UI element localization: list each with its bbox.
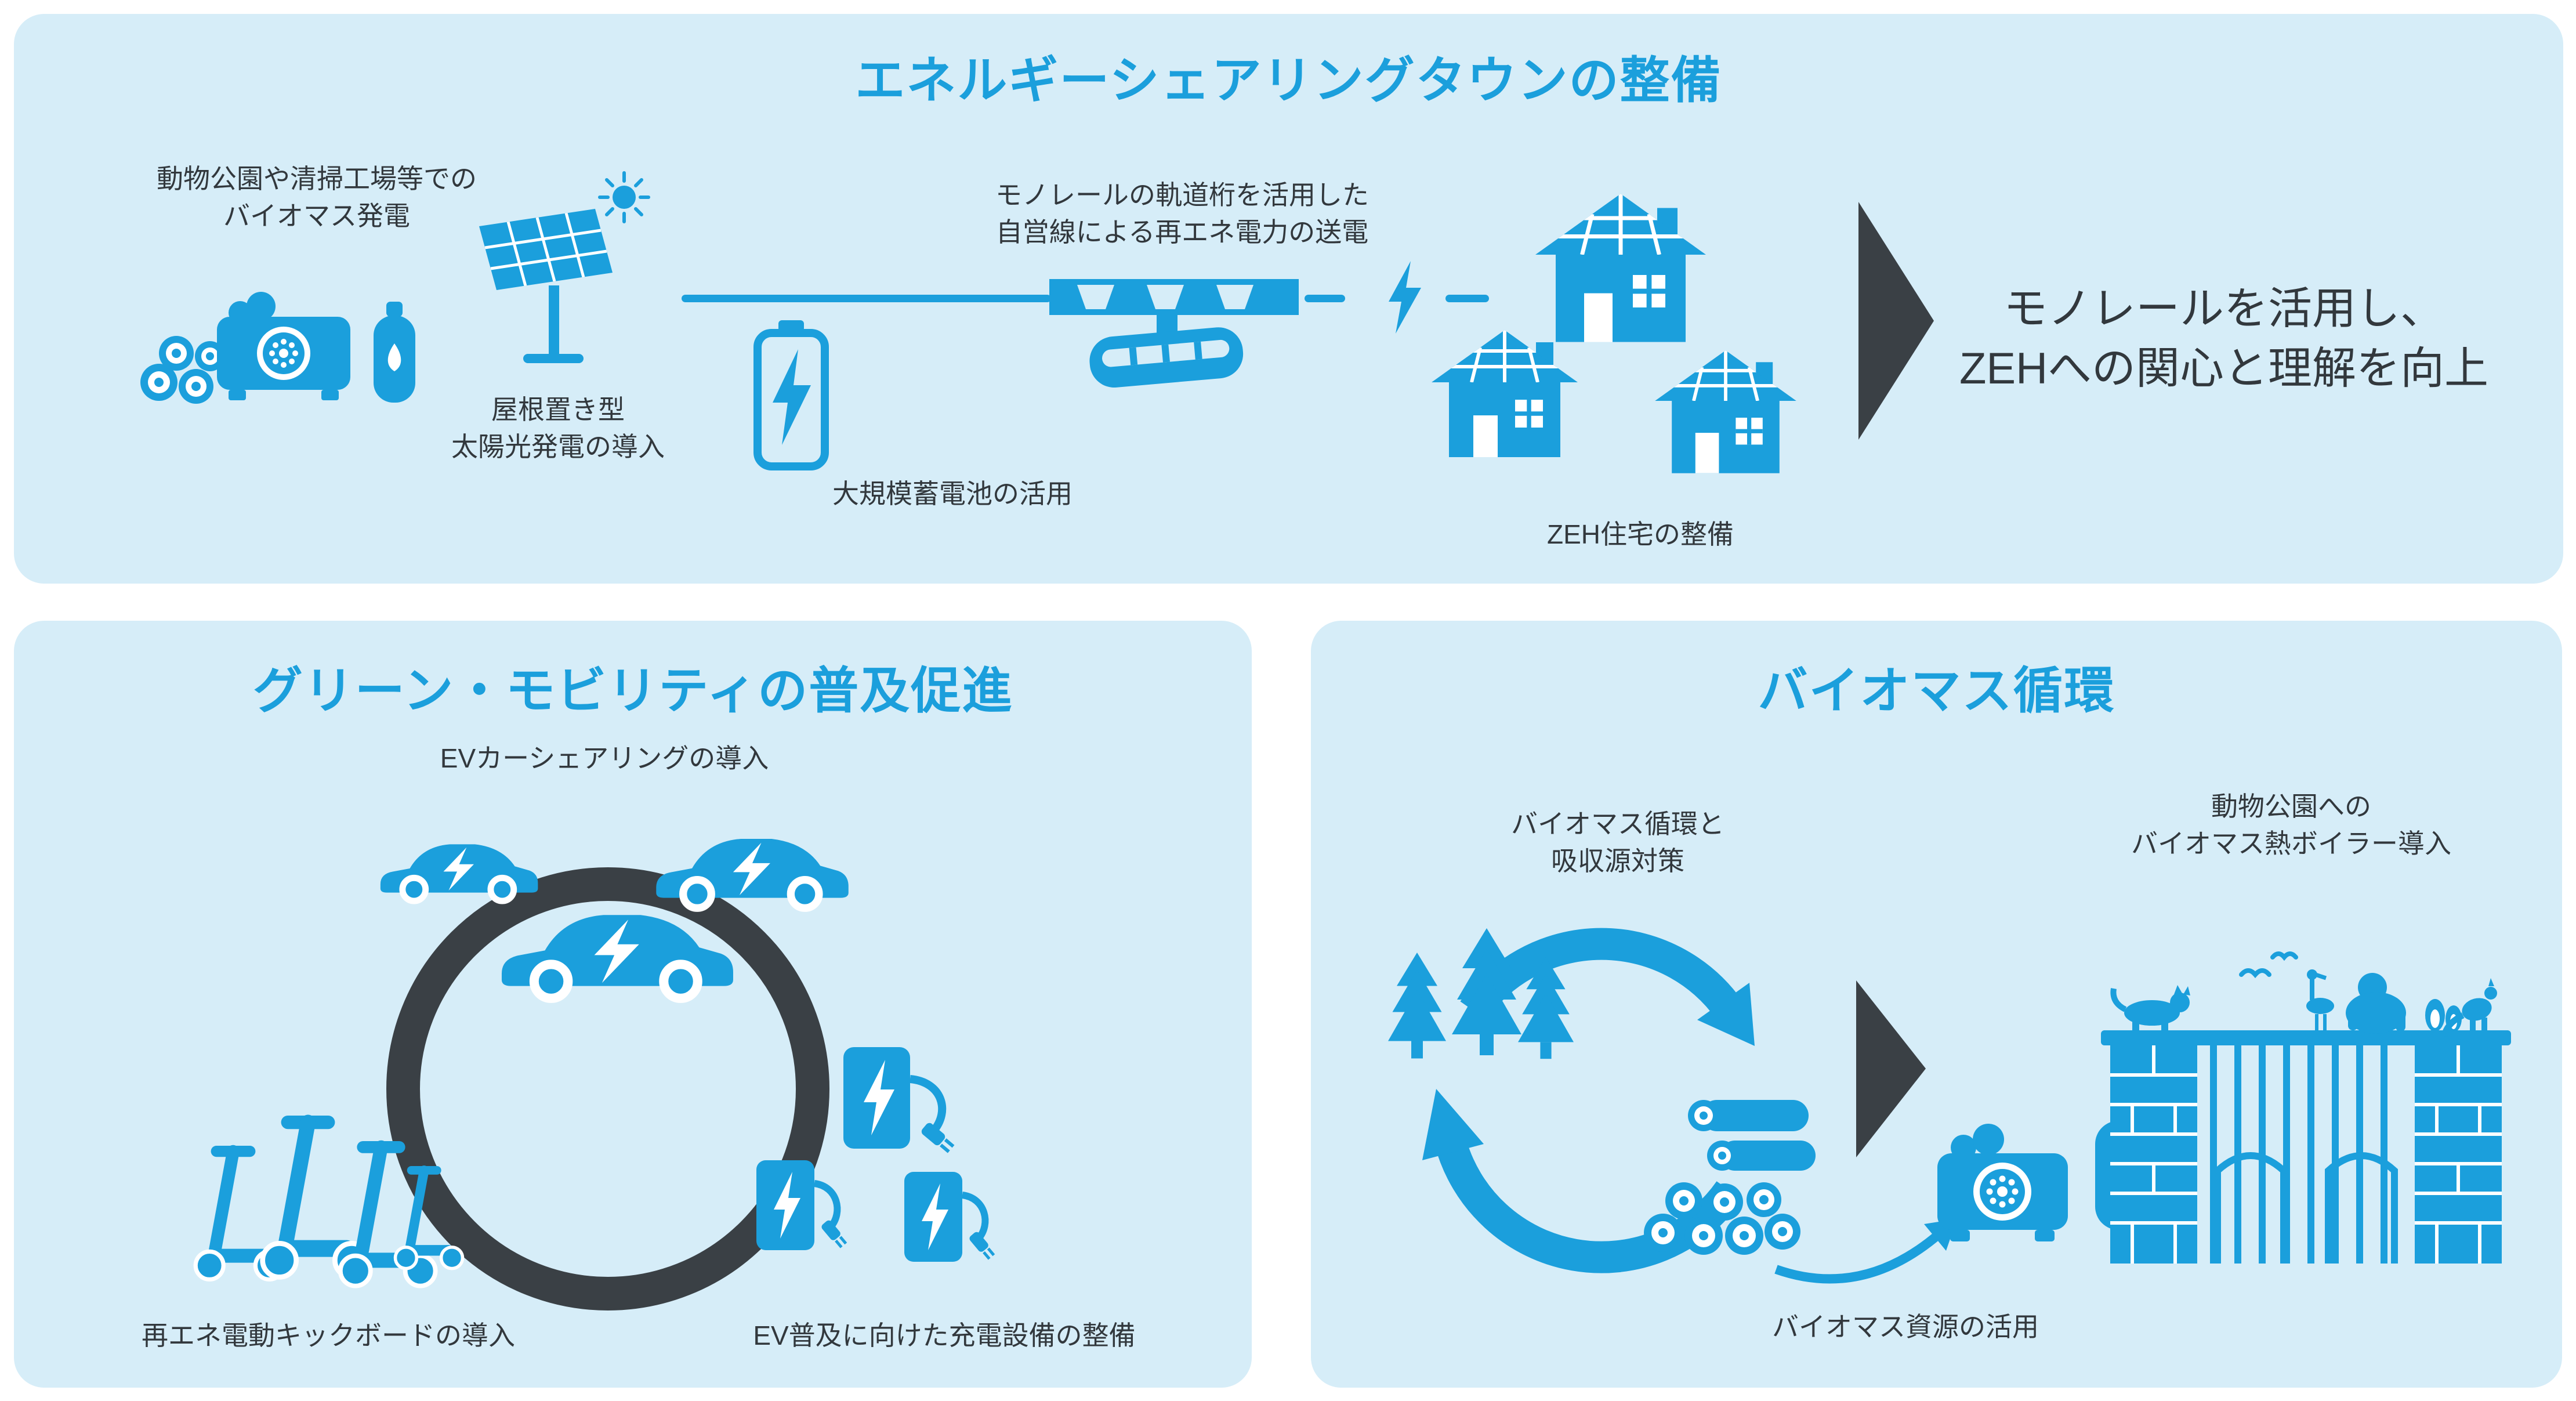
logs-icon: [1644, 1100, 1816, 1255]
monorail-icon: [1049, 279, 1299, 388]
label-biomass-power: 動物公園や清掃工場等での バイオマス発電: [157, 164, 477, 231]
biomass-cycle-title: バイオマス循環: [1758, 663, 2115, 719]
label-charging: EV普及に向けた充電設備の整備: [753, 1320, 1136, 1351]
ev-car-icon: [381, 844, 538, 901]
biomass-plant-icon: [140, 292, 415, 404]
fence: [2210, 1045, 2398, 1264]
label-monorail-transmission: モノレールの軌道桁を活用した 自営線による再エネ電力の送電: [995, 180, 1369, 248]
ev-cars-icon: [374, 821, 854, 1004]
zeh-houses-icon: [1429, 194, 1806, 484]
right-pillar: [2415, 1045, 2502, 1264]
label-ev-sharing: EVカーシェアリングの導入: [440, 743, 769, 773]
power-dash: [1305, 295, 1345, 302]
green-mobility-title: グリーン・モビリティの普及促進: [252, 663, 1013, 719]
ev-car-icon: [656, 839, 849, 908]
panel-energy-town: エネルギーシェアリングタウンの整備 動物公園や清掃工場等での バイオマス発電: [14, 14, 2563, 584]
solar-panel-icon: [479, 171, 650, 363]
panel-green-mobility: グリーン・モビリティの普及促進 EVカーシェアリングの導入: [14, 621, 1252, 1388]
panel-biomass-cycle: バイオマス循環 バイオマス循環と 吸収源対策 動物公園への バイオマス熱ボイラー…: [1311, 621, 2562, 1388]
label-kickboard: 再エネ電動キックボードの導入: [142, 1320, 515, 1351]
label-outcome: モノレールを活用し、 ZEHへの関心と理解を向上: [1959, 284, 2488, 393]
charger-small-left: [756, 1160, 847, 1250]
sun-icon: [598, 171, 650, 223]
zoo-gate-icon: [2101, 951, 2511, 1264]
flow-arrow-icon: [1858, 202, 1934, 440]
label-battery: 大規模蓄電池の活用: [832, 479, 1073, 509]
label-rooftop-solar: 屋根置き型 太陽光発電の導入: [451, 394, 665, 462]
energy-town-title: エネルギーシェアリングタウンの整備: [855, 53, 1722, 108]
power-dash: [1445, 295, 1489, 302]
label-zeh: ZEH住宅の整備: [1547, 519, 1734, 549]
zoo-animals: [2110, 951, 2497, 1037]
left-pillar: [2110, 1045, 2197, 1264]
label-resource: バイオマス資源の活用: [1772, 1312, 2039, 1342]
label-absorption: バイオマス循環と 吸収源対策: [1511, 809, 1724, 877]
generator-icon: [1937, 1105, 2145, 1241]
charger-small-right: [904, 1172, 995, 1262]
power-line: [682, 295, 1051, 302]
lightning-icon: [1389, 261, 1421, 334]
ev-charger-icon: [756, 1047, 995, 1262]
ev-car-icon: [502, 915, 733, 998]
log-pile: [140, 336, 225, 404]
trees-icon: [1388, 928, 1574, 1059]
kickboard-icon: [188, 1111, 466, 1308]
resource-arrow-icon: [1774, 1219, 1957, 1284]
battery-icon: [753, 320, 829, 470]
flow-arrow-icon: [1856, 980, 1926, 1157]
charger-large: [843, 1047, 955, 1153]
label-boiler: 動物公園への バイオマス熱ボイラー導入: [2131, 791, 2451, 859]
